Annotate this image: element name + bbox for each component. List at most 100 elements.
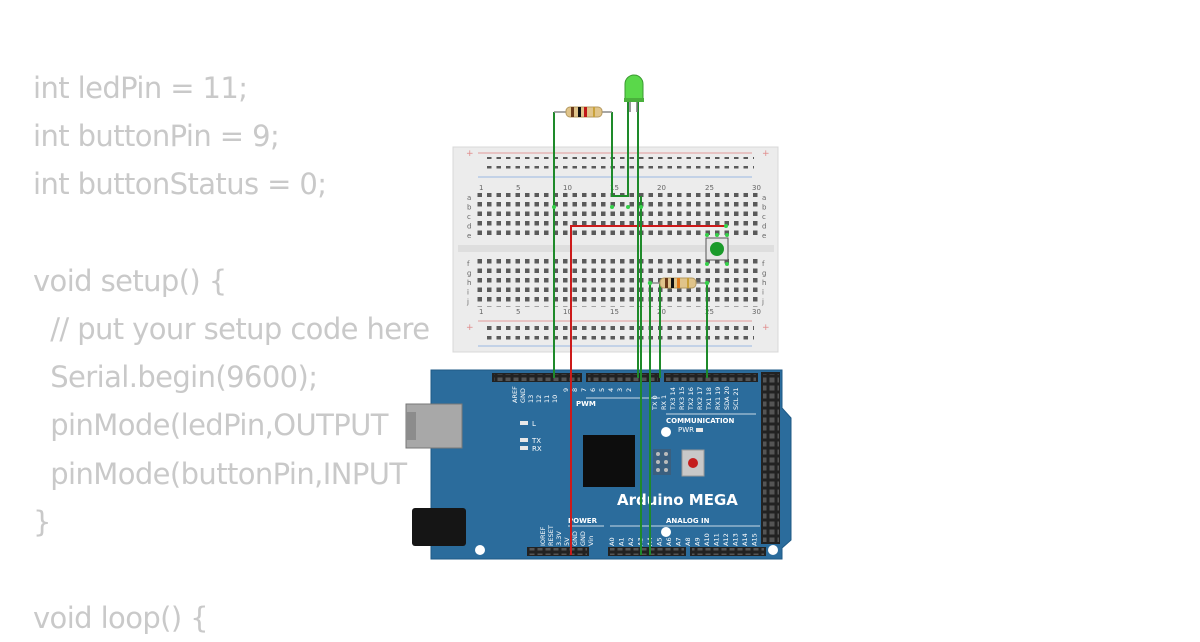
row-letter: e: [467, 232, 471, 240]
row-letter: g: [762, 270, 766, 278]
pin-label: RX1 19: [714, 387, 722, 410]
pin-label: 12: [535, 395, 543, 403]
pin-label: TX 0: [651, 395, 659, 411]
rx-led-label: RX: [532, 445, 542, 453]
code-line: // put your setup code here: [33, 311, 430, 346]
column-number: 20: [657, 184, 666, 192]
pin-label: IOREF: [539, 526, 547, 546]
pin-label: A8: [684, 537, 692, 546]
code-line: pinMode(ledPin,OUTPUT: [33, 408, 388, 443]
board-name: Arduino MEGA: [617, 491, 738, 509]
pin-label: A14: [741, 533, 749, 546]
pin-label: 5: [598, 388, 606, 392]
power-label: POWER: [568, 517, 598, 525]
column-number: 30: [752, 308, 761, 316]
code-line: int buttonStatus = 0;: [33, 167, 327, 202]
pin-label: A6: [665, 537, 673, 546]
row-letter: j: [761, 298, 764, 306]
pin-label: A15: [751, 533, 759, 546]
pin-label: A0: [608, 537, 616, 546]
pin-label: 13: [527, 395, 535, 403]
pin-label: RX2 17: [696, 387, 704, 410]
pin-label: RX3 15: [678, 387, 686, 410]
column-number: 25: [705, 184, 714, 192]
rail-plus-label: +: [466, 149, 474, 159]
pin-label: TX2 16: [687, 387, 695, 411]
pin-label: 11: [543, 395, 551, 403]
pin-label: AREF: [511, 386, 519, 403]
wire-resistor-to-led: [611, 102, 629, 197]
rail-plus-label: +: [466, 323, 474, 333]
rail-plus-label: +: [762, 323, 770, 333]
pin-label: RESET: [547, 525, 555, 546]
code-line: void setup() {: [33, 263, 227, 298]
row-letter: j: [466, 298, 469, 306]
row-letter: i: [467, 289, 469, 297]
code-line: int buttonPin = 9;: [33, 119, 280, 154]
pin-label: GND: [571, 531, 579, 546]
pin-label: 6: [589, 388, 597, 392]
pin-label: A5: [656, 537, 664, 546]
code-line: pinMode(buttonPin,INPUT: [33, 456, 407, 491]
pin-label: 10: [551, 395, 559, 403]
pin-label: A11: [713, 533, 721, 546]
pin-label: A1: [618, 537, 626, 546]
pushbutton[interactable]: [705, 233, 729, 266]
row-letter: f: [762, 260, 765, 268]
led-green[interactable]: [624, 74, 644, 112]
pin-label: A12: [722, 533, 730, 546]
pin-label: 2: [625, 388, 633, 392]
pin-label: A10: [703, 533, 711, 546]
pin-label: RX 1: [660, 395, 668, 410]
l-led-label: L: [532, 420, 536, 428]
column-number: 5: [516, 184, 520, 192]
column-number: 5: [516, 308, 520, 316]
row-letter: f: [467, 260, 470, 268]
wires[interactable]: [553, 102, 726, 555]
row-letter: d: [467, 223, 471, 231]
pin-label: A13: [732, 533, 740, 546]
code-line: void loop() {: [33, 601, 209, 636]
pin-label: 9: [562, 388, 570, 392]
row-letter: a: [762, 194, 766, 202]
code-editor[interactable]: int ledPin = 11; int buttonPin = 9; int bu…: [33, 64, 430, 642]
pin-label: A2: [627, 537, 635, 546]
row-letter: d: [762, 223, 766, 231]
pin-label: 5V: [563, 537, 571, 546]
pin-label: Vin: [587, 536, 595, 546]
pin-label: A7: [675, 537, 683, 546]
row-letter: a: [467, 194, 471, 202]
row-letter: c: [762, 213, 766, 221]
row-letter: i: [762, 289, 764, 297]
resistor-button[interactable]: [647, 277, 710, 289]
pin-label: GND: [579, 531, 587, 546]
reset-button[interactable]: [681, 449, 705, 477]
pin-label: 3: [616, 388, 624, 392]
row-letter: g: [467, 270, 471, 278]
communication-label: COMMUNICATION: [666, 417, 735, 425]
pin-label: GND: [519, 388, 527, 403]
pin-label: SCL 21: [732, 387, 740, 410]
column-number: 10: [563, 308, 572, 316]
pin-label: 7: [580, 388, 588, 392]
pin-label: TX3 14: [669, 387, 677, 411]
pin-label: TX1 18: [705, 387, 713, 411]
pwm-label: PWM: [576, 400, 596, 408]
row-letter: h: [467, 279, 471, 287]
row-letter: e: [762, 232, 766, 240]
column-number: 15: [610, 184, 619, 192]
resistor-led[interactable]: [554, 106, 612, 118]
analog-in-label: ANALOG IN: [666, 517, 710, 525]
row-letter: c: [467, 213, 471, 221]
row-letter: b: [467, 204, 472, 212]
code-line: int ledPin = 11;: [33, 71, 248, 105]
column-number: 1: [479, 308, 483, 316]
pin-label: 8: [571, 388, 579, 392]
pin-label: 3.3V: [555, 531, 563, 546]
code-line: }: [33, 504, 51, 539]
